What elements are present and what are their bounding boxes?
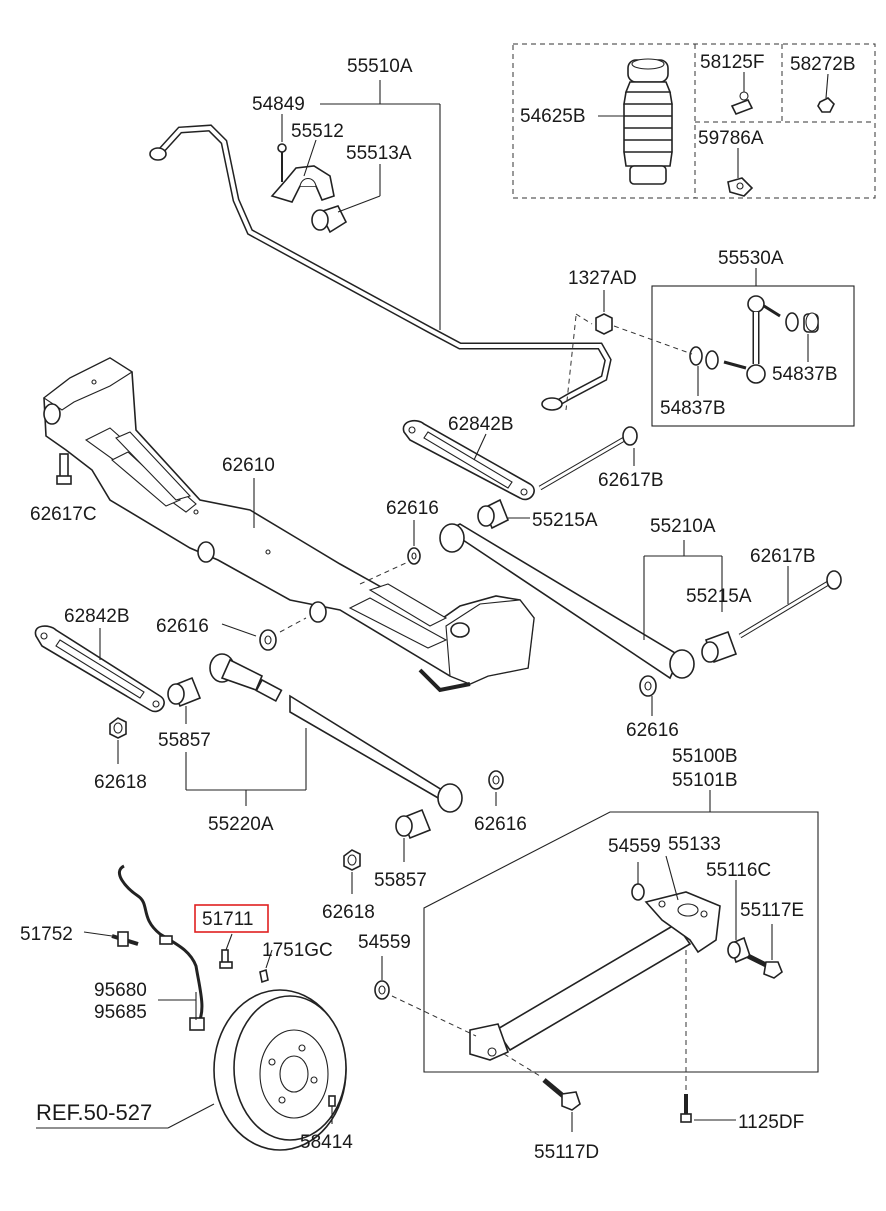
cap-nut[interactable] bbox=[817, 97, 835, 113]
label-62616-b[interactable]: 62616 bbox=[156, 616, 209, 637]
link-bushing-left[interactable] bbox=[689, 346, 719, 370]
washer-62616-d[interactable] bbox=[488, 770, 504, 790]
nut-62618-b[interactable] bbox=[343, 849, 361, 871]
bushing-55857-a[interactable] bbox=[167, 676, 202, 708]
label-59786A[interactable]: 59786A bbox=[698, 128, 764, 149]
label-58414[interactable]: 58414 bbox=[300, 1132, 353, 1153]
label-51711[interactable]: 51711 bbox=[202, 909, 253, 930]
screw-51711[interactable] bbox=[219, 949, 233, 969]
wheel-speed-sensor[interactable] bbox=[117, 864, 205, 1031]
label-58272B[interactable]: 58272B bbox=[790, 54, 856, 75]
torsion-beam[interactable] bbox=[469, 891, 721, 1061]
label-62618-b[interactable]: 62618 bbox=[322, 902, 375, 923]
label-62610[interactable]: 62610 bbox=[222, 455, 275, 476]
link-bushing-right[interactable] bbox=[785, 312, 819, 333]
label-58125F[interactable]: 58125F bbox=[700, 52, 764, 73]
label-55100B[interactable]: 55100B bbox=[672, 746, 738, 767]
stabilizer-bracket[interactable] bbox=[270, 165, 335, 203]
bushing-55857-b[interactable] bbox=[395, 808, 432, 840]
control-arm-55220a[interactable] bbox=[209, 653, 463, 813]
label-51752[interactable]: 51752 bbox=[20, 924, 73, 945]
label-62618-a[interactable]: 62618 bbox=[94, 772, 147, 793]
long-bolt-mid[interactable] bbox=[738, 570, 842, 639]
washer-54559-a[interactable] bbox=[631, 883, 645, 901]
plate-link-left[interactable] bbox=[34, 625, 165, 713]
label-95685[interactable]: 95685 bbox=[94, 1002, 147, 1023]
plate-link-top[interactable] bbox=[402, 419, 535, 501]
label-55215A-top[interactable]: 55215A bbox=[532, 510, 598, 531]
highlight-box bbox=[194, 904, 269, 933]
label-62616-d[interactable]: 62616 bbox=[474, 814, 527, 835]
label-1125DF[interactable]: 1125DF bbox=[738, 1112, 804, 1133]
label-55117E[interactable]: 55117E bbox=[740, 900, 804, 921]
bolt-55117d[interactable] bbox=[542, 1078, 581, 1111]
label-55117D[interactable]: 55117D bbox=[534, 1142, 599, 1163]
washer-62616-a[interactable] bbox=[407, 547, 421, 565]
bushing-55116c[interactable] bbox=[727, 936, 751, 964]
bracket-bolt[interactable] bbox=[277, 143, 287, 182]
label-62616-a[interactable]: 62616 bbox=[386, 498, 439, 519]
bushing-55215a-top[interactable] bbox=[477, 498, 510, 530]
label-54559-a[interactable]: 54559 bbox=[608, 836, 661, 857]
label-55116C[interactable]: 55116C bbox=[706, 860, 771, 881]
label-54849[interactable]: 54849 bbox=[252, 94, 305, 115]
stabilizer-link[interactable] bbox=[723, 295, 781, 384]
kit-box bbox=[512, 43, 876, 199]
label-ref-50-527[interactable]: REF.50-527 bbox=[36, 1100, 152, 1125]
stabilizer-bushing[interactable] bbox=[311, 205, 348, 234]
label-55510A[interactable]: 55510A bbox=[347, 56, 413, 77]
label-54837B-right[interactable]: 54837B bbox=[772, 364, 838, 385]
label-55210A[interactable]: 55210A bbox=[650, 516, 716, 537]
label-55512[interactable]: 55512 bbox=[291, 121, 344, 142]
label-55101B[interactable]: 55101B bbox=[672, 770, 738, 791]
label-62842B-top[interactable]: 62842B bbox=[448, 414, 514, 435]
washer-62616-b[interactable] bbox=[259, 629, 277, 651]
long-bolt-top[interactable] bbox=[538, 426, 638, 491]
clip-part[interactable] bbox=[727, 177, 754, 197]
bolt-1125df[interactable] bbox=[680, 1094, 692, 1123]
bushing-55215a-mid[interactable] bbox=[701, 630, 738, 664]
label-55513A[interactable]: 55513A bbox=[346, 143, 412, 164]
washer-54559-b[interactable] bbox=[374, 980, 390, 1000]
label-62617C[interactable]: 62617C bbox=[30, 504, 97, 525]
label-1751GC[interactable]: 1751GC bbox=[262, 940, 333, 961]
bolt-55117e[interactable] bbox=[746, 953, 783, 979]
label-55530A[interactable]: 55530A bbox=[718, 248, 784, 269]
label-55857-b[interactable]: 55857 bbox=[374, 870, 427, 891]
label-55857-a[interactable]: 55857 bbox=[158, 730, 211, 751]
bleeder-screw[interactable] bbox=[730, 91, 754, 116]
label-55220A[interactable]: 55220A bbox=[208, 814, 274, 835]
label-62617B-top[interactable]: 62617B bbox=[598, 470, 664, 491]
label-1327AD[interactable]: 1327AD bbox=[568, 268, 637, 289]
brake-disc[interactable] bbox=[213, 989, 347, 1151]
link-nut[interactable] bbox=[595, 313, 613, 335]
label-62842B-left[interactable]: 62842B bbox=[64, 606, 130, 627]
bump-stopper[interactable] bbox=[623, 58, 673, 185]
nut-62618-a[interactable] bbox=[109, 717, 127, 739]
label-62617B-mid[interactable]: 62617B bbox=[750, 546, 816, 567]
label-55215A-mid[interactable]: 55215A bbox=[686, 586, 752, 607]
disc-screw-58414[interactable] bbox=[328, 1095, 336, 1107]
label-62616-c[interactable]: 62616 bbox=[626, 720, 679, 741]
crossmember[interactable] bbox=[43, 357, 535, 693]
crossmember-bolt[interactable] bbox=[56, 453, 72, 485]
washer-62616-c[interactable] bbox=[639, 675, 657, 697]
stabilizer-bar[interactable] bbox=[149, 124, 612, 411]
label-55133[interactable]: 55133 bbox=[668, 834, 721, 855]
label-54837B-left[interactable]: 54837B bbox=[660, 398, 726, 419]
control-arm-55210a[interactable] bbox=[439, 523, 695, 680]
clip-1751gc[interactable] bbox=[259, 968, 269, 984]
label-95680[interactable]: 95680 bbox=[94, 980, 147, 1001]
label-54559-b[interactable]: 54559 bbox=[358, 932, 411, 953]
label-54625B[interactable]: 54625B bbox=[520, 106, 586, 127]
sensor-bolt-51752[interactable] bbox=[111, 931, 139, 947]
